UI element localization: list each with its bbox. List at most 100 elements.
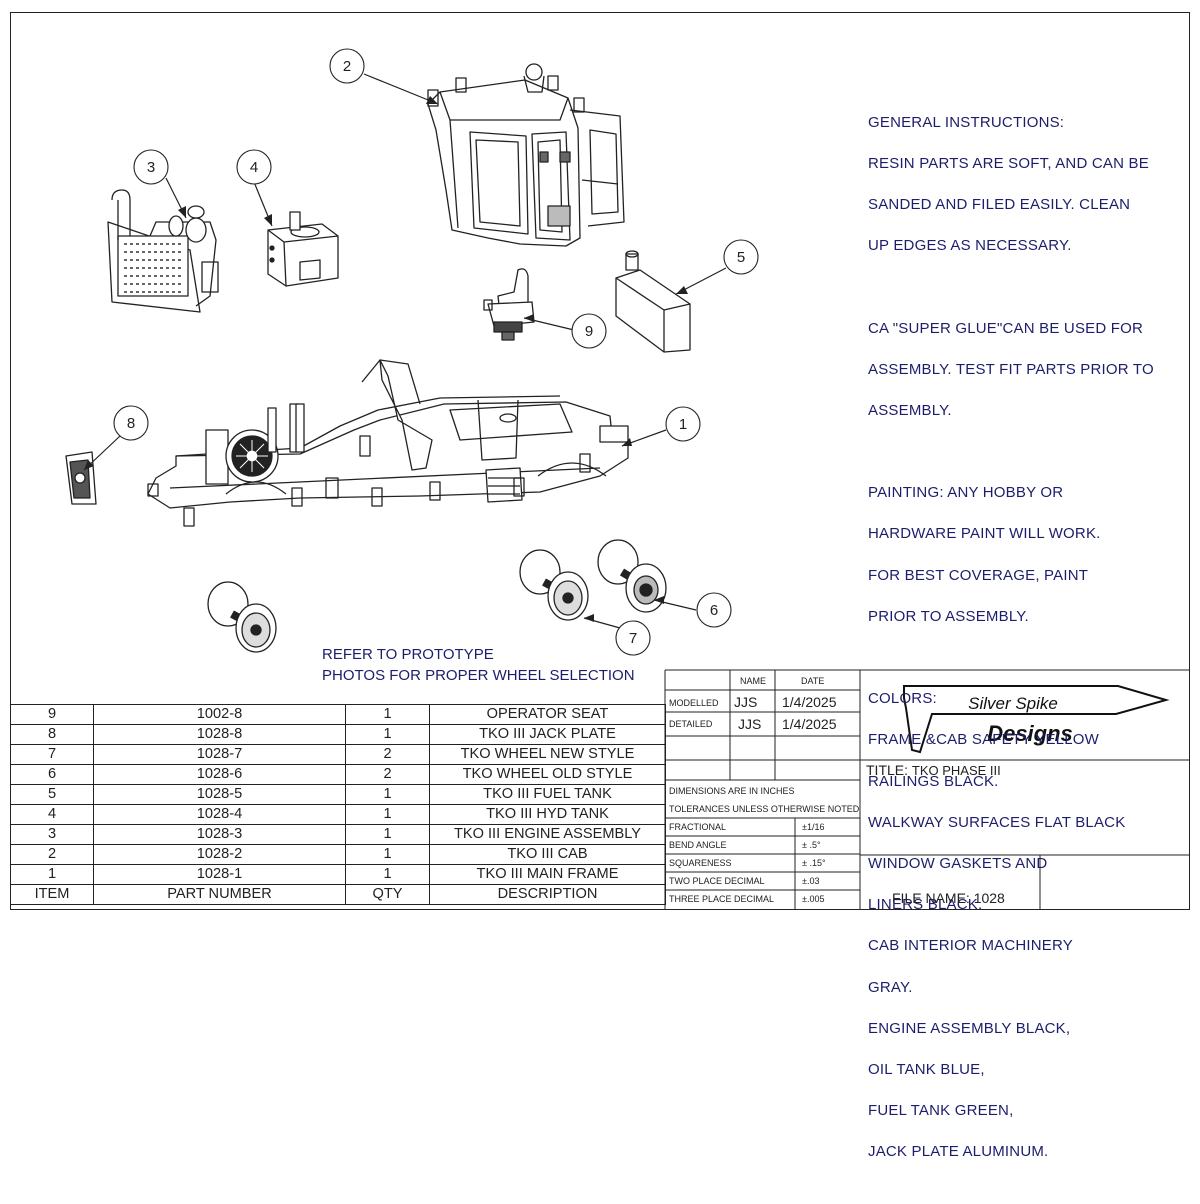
title-block-date-header: DATE [801,676,825,686]
sheet-border [10,12,1190,910]
notes-colors: COLORS: FRAME &CAB SAFETY YELLOW RAILING… [868,669,1188,1184]
detailed-date: 1/4/2025 [782,716,837,732]
silver-spike-logo: Silver Spike Designs [903,685,1170,754]
bom-part-number: 1028-4 [93,804,346,825]
bom-description: TKO III ENGINE ASSEMBLY [429,824,666,845]
tolerance-label: FRACTIONAL [669,822,727,832]
bom-qty: 2 [345,744,430,765]
note-line: RESIN PARTS ARE SOFT, AND CAN BE [868,154,1149,172]
balloon-9 [571,313,607,349]
bom-part-number: 1028-7 [93,744,346,765]
note-line: COLORS: [868,690,937,708]
balloon-2-label: 2 [343,58,351,75]
note-line: JACK PLATE ALUMINUM. [868,1143,1049,1161]
bom-qty: 1 [345,804,430,825]
balloon-6-label: 6 [710,602,718,619]
balloon-1-label: 1 [679,416,687,433]
dimensions-note: DIMENSIONS ARE IN INCHES [669,786,795,796]
general-notes: GENERAL INSTRUCTIONS: RESIN PARTS ARE SO… [868,92,1188,1204]
bom-item: 3 [10,824,94,845]
drawing-sheet: 2 3 4 5 9 1 8 6 7 [10,12,1190,1160]
tolerance-label: THREE PLACE DECIMAL [669,894,775,904]
note-line: GENERAL INSTRUCTIONS: [868,113,1065,131]
cab-part [427,63,625,247]
note-line: PHOTOS FOR PROPER WHEEL SELECTION [322,667,635,684]
bom-description: TKO III CAB [429,844,666,865]
bom-part-number: 1028-8 [93,724,346,745]
note-line: CAB INTERIOR MACHINERY [868,937,1073,955]
table-row: 1 1028-1 1 TKO III MAIN FRAME [10,864,666,885]
table-row: 5 1028-5 1 TKO III FUEL TANK [10,784,666,805]
note-line: PRIOR TO ASSEMBLY. [868,607,1029,625]
balloon-7 [615,620,651,656]
bom-qty: 1 [345,864,430,885]
note-line: ENGINE ASSEMBLY BLACK, [868,1019,1071,1037]
note-line: ASSEMBLY. [868,401,952,419]
note-line: PAINTING: ANY HOBBY OR [868,484,1064,502]
bom-part-number: 1028-1 [93,864,346,885]
wheel-set-new-style [519,549,589,621]
main-frame-part [147,359,629,527]
wheel-set-left [207,581,277,653]
jack-plate-part [65,451,97,505]
note-line: CA "SUPER GLUE"CAN BE USED FOR [868,319,1144,337]
note-line: RAILINGS BLACK. [868,772,999,790]
tolerance-value: ±1/16 [802,822,825,832]
tolerance-value: ±.005 [802,894,825,904]
bom-part-number: 1002-8 [93,704,346,725]
hyd-tank-part [267,211,339,287]
operator-seat-part [483,268,535,341]
note-line: FRAME &CAB SAFETY YELLOW [868,731,1099,749]
detailed-label: DETAILED [669,719,713,729]
tolerance-value: ±.03 [802,876,820,886]
note-line: FUEL TANK GREEN, [868,1102,1014,1120]
modelled-label: MODELLED [669,698,719,708]
balloon-3-label: 3 [147,159,155,176]
note-line: FOR BEST COVERAGE, PAINT [868,566,1089,584]
bom-description: TKO III HYD TANK [429,804,666,825]
notes-painting: PAINTING: ANY HOBBY OR HARDWARE PAINT WI… [868,463,1188,648]
bom-header-item: ITEM [10,884,94,905]
engine-assembly-part [107,189,219,313]
bom-qty: 1 [345,704,430,725]
bom-item: 9 [10,704,94,725]
bom-part-number: 1028-3 [93,824,346,845]
tolerance-value: ± .5° [802,840,821,850]
bom-qty: 1 [345,784,430,805]
table-row: 4 1028-4 1 TKO III HYD TANK [10,804,666,825]
wheel-selection-note: REFER TO PROTOTYPE PHOTOS FOR PROPER WHE… [322,644,635,686]
file-name-value: 1028 [973,890,1005,906]
note-line: REFER TO PROTOTYPE [322,646,494,663]
tolerance-label: BEND ANGLE [669,840,727,850]
note-line: GRAY. [868,978,913,996]
balloon-5-label: 5 [737,249,745,266]
bom-qty: 1 [345,844,430,865]
notes-glue: CA "SUPER GLUE"CAN BE USED FOR ASSEMBLY.… [868,298,1188,442]
leader-arrowheads [84,96,688,622]
bom-item: 6 [10,764,94,785]
bom-part-number: 1028-6 [93,764,346,785]
bill-of-materials: 9 1002-8 1 OPERATOR SEAT 8 1028-8 1 TKO … [10,704,666,905]
bom-qty: 1 [345,824,430,845]
bom-description: TKO WHEEL NEW STYLE [429,744,666,765]
tolerance-value: ± .15° [802,858,826,868]
bom-description: TKO III FUEL TANK [429,784,666,805]
balloon-3 [133,149,169,185]
bom-header-description: DESCRIPTION [429,884,666,905]
balloon-7-label: 7 [629,630,637,647]
title-value: TKO PHASE III [911,763,1001,778]
title-block-grid [664,669,1190,910]
table-row: 3 1028-3 1 TKO III ENGINE ASSEMBLY [10,824,666,845]
balloon-1 [665,406,701,442]
bom-part-number: 1028-2 [93,844,346,865]
note-line: SANDED AND FILED EASILY. CLEAN [868,195,1131,213]
note-line: UP EDGES AS NECESSARY. [868,237,1072,255]
bom-part-number: 1028-5 [93,784,346,805]
note-line: LINERS BLACK. [868,896,983,914]
table-row: 9 1002-8 1 OPERATOR SEAT [10,704,666,725]
table-row: 6 1028-6 2 TKO WHEEL OLD STYLE [10,764,666,785]
bom-description: TKO III MAIN FRAME [429,864,666,885]
bom-header-qty: QTY [345,884,430,905]
balloon-9-label: 9 [585,323,593,340]
bom-description: OPERATOR SEAT [429,704,666,725]
